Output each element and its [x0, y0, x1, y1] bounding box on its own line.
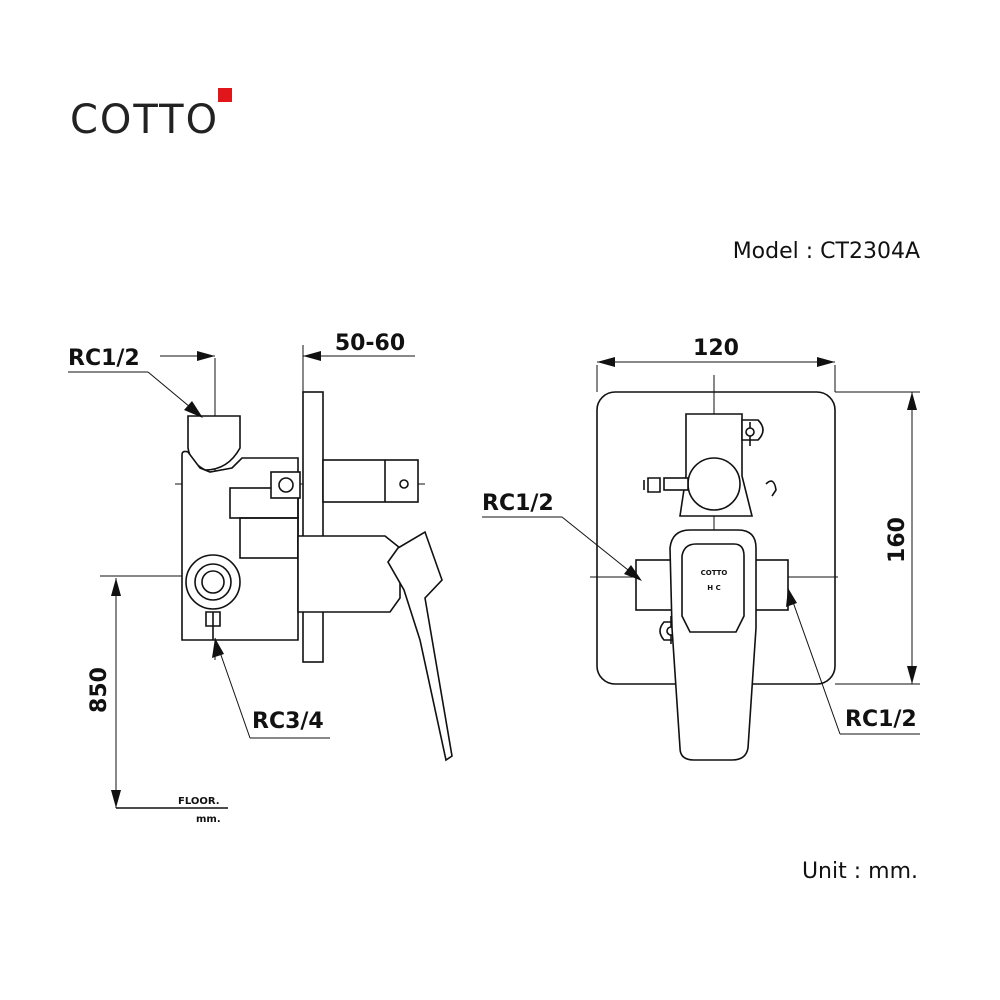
side-depth-dim-arrow-right [303, 351, 321, 361]
side-inlet-top-leader [147, 371, 197, 413]
brand-accent-square [218, 88, 232, 102]
unit-label: Unit : mm. [802, 859, 918, 884]
side-handle-base [297, 535, 401, 613]
side-outlet-bore [194, 563, 232, 601]
front-inlet-right-leader [787, 587, 841, 735]
front-diverter-stem [663, 477, 689, 491]
side-screw-housing [270, 471, 301, 499]
front-width-dim-arrow-right [817, 357, 835, 367]
spout-icon [765, 480, 777, 497]
side-view: 50-60 RC1/2 RC3/4 850 FLOOR. mm. [68, 331, 453, 825]
front-width-dim-label: 120 [693, 336, 739, 361]
side-inlet-top-label: RC1/2 [68, 346, 140, 371]
shower-icon [643, 477, 661, 493]
front-diverter-knob [687, 457, 741, 511]
front-inlet-right [751, 559, 789, 611]
front-height-dim-arrow-bottom [907, 666, 917, 684]
side-lever [387, 530, 453, 762]
front-lever-inner [681, 543, 745, 633]
front-height-dim-label: 160 [885, 517, 910, 563]
side-height-dim-label: 850 [87, 667, 112, 713]
handle-marks: H C [707, 584, 720, 592]
side-diverter-pin [399, 479, 409, 489]
front-width-dim-arrow-left [597, 357, 615, 367]
front-top-screw-head [745, 427, 755, 437]
side-screw-head [278, 477, 294, 493]
side-outlet-label: RC3/4 [252, 709, 324, 734]
front-inlet-left-label: RC1/2 [482, 491, 554, 516]
side-depth-dim-label: 50-60 [335, 331, 405, 356]
brand-logo: COTTO [70, 88, 232, 143]
side-height-dim-arrow-bottom [111, 790, 121, 808]
brand-name: COTTO [70, 97, 219, 143]
front-view: COTTO H C 120 160 RC1/2 RC1/2 [482, 336, 920, 761]
side-height-dim-arrow-top [111, 578, 121, 596]
front-lever-handle [669, 529, 757, 761]
floor-label: FLOOR. [178, 796, 220, 807]
front-inlet-left-leader-arrow [624, 565, 642, 581]
side-wall-plate [302, 391, 324, 663]
floor-unit-label: mm. [196, 814, 221, 825]
front-height-dim-arrow-top [907, 392, 917, 410]
front-inlet-right-leader-arrow [786, 588, 797, 607]
model-label: Model : CT2304A [733, 239, 920, 264]
front-inlet-right-label: RC1/2 [845, 707, 917, 732]
side-outlet-leader-arrow [212, 638, 224, 658]
side-inlet-top-leader-arrow [184, 401, 203, 418]
side-diverter-knob [322, 459, 419, 503]
handle-logo: COTTO [701, 569, 728, 577]
side-depth-dim-arrow-left [197, 351, 215, 361]
front-inlet-left-leader [561, 516, 639, 579]
side-outlet-ring [185, 554, 241, 610]
side-outlet-inner [201, 570, 225, 594]
front-inlet-left [635, 559, 673, 611]
